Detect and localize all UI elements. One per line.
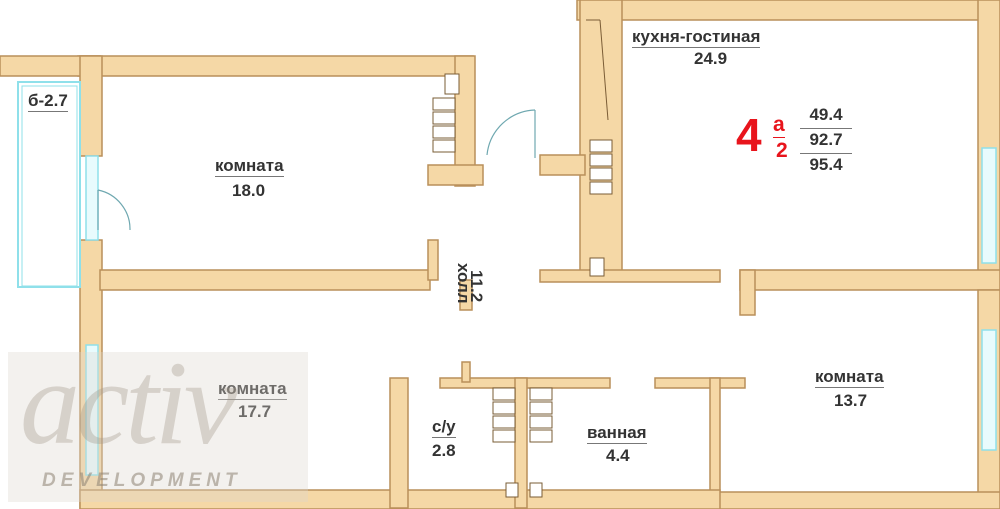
room3-name-text: комната (815, 367, 884, 388)
rooms-count: 4 (736, 109, 762, 161)
logo-word: activ (20, 336, 237, 469)
room3-area: 13.7 (834, 391, 868, 410)
vent-shafts (432, 73, 613, 498)
area-total: 92.7 (800, 129, 852, 154)
activ-development-logo: activ DEVELOPMENT (8, 336, 308, 502)
room2-name-text: комната (218, 379, 287, 400)
area-total-balcony: 95.4 (809, 155, 843, 174)
balcony-label: б-2.7 (28, 92, 68, 112)
room1-name-text: комната (215, 156, 284, 177)
section-top: а (773, 114, 785, 138)
section-bottom: 2 (776, 139, 788, 162)
wc-name: с/у (432, 418, 456, 438)
room3-name: комната (815, 368, 884, 388)
apartment-areas: 49.4 92.7 95.4 (800, 104, 852, 178)
area-living: 49.4 (800, 104, 852, 129)
kitchen-name: кухня-гостиная (632, 27, 761, 48)
kitchen-area: 24.9 (694, 49, 728, 68)
section-top-text: а (773, 113, 785, 138)
logo-subtitle: DEVELOPMENT (42, 470, 242, 491)
balcony-text: б-2.7 (28, 91, 68, 112)
balcony-outline (17, 81, 81, 288)
logo-backdrop (8, 352, 308, 502)
hall-area: 11.2 (467, 270, 486, 303)
kitchen-duct (586, 19, 609, 121)
bath-name-text: ванная (587, 423, 647, 444)
wc-area: 2.8 (432, 441, 456, 460)
room1-area: 18.0 (232, 181, 266, 200)
bath-name: ванная (587, 424, 647, 444)
kitchen-name-text: кухня-гостиная (632, 27, 761, 48)
bath-area: 4.4 (606, 446, 630, 465)
doors (97, 109, 536, 231)
room2-name: комната (218, 380, 287, 400)
room1-name: комната (215, 157, 284, 177)
wc-name-text: с/у (432, 417, 456, 438)
room2-area: 17.7 (238, 402, 272, 421)
